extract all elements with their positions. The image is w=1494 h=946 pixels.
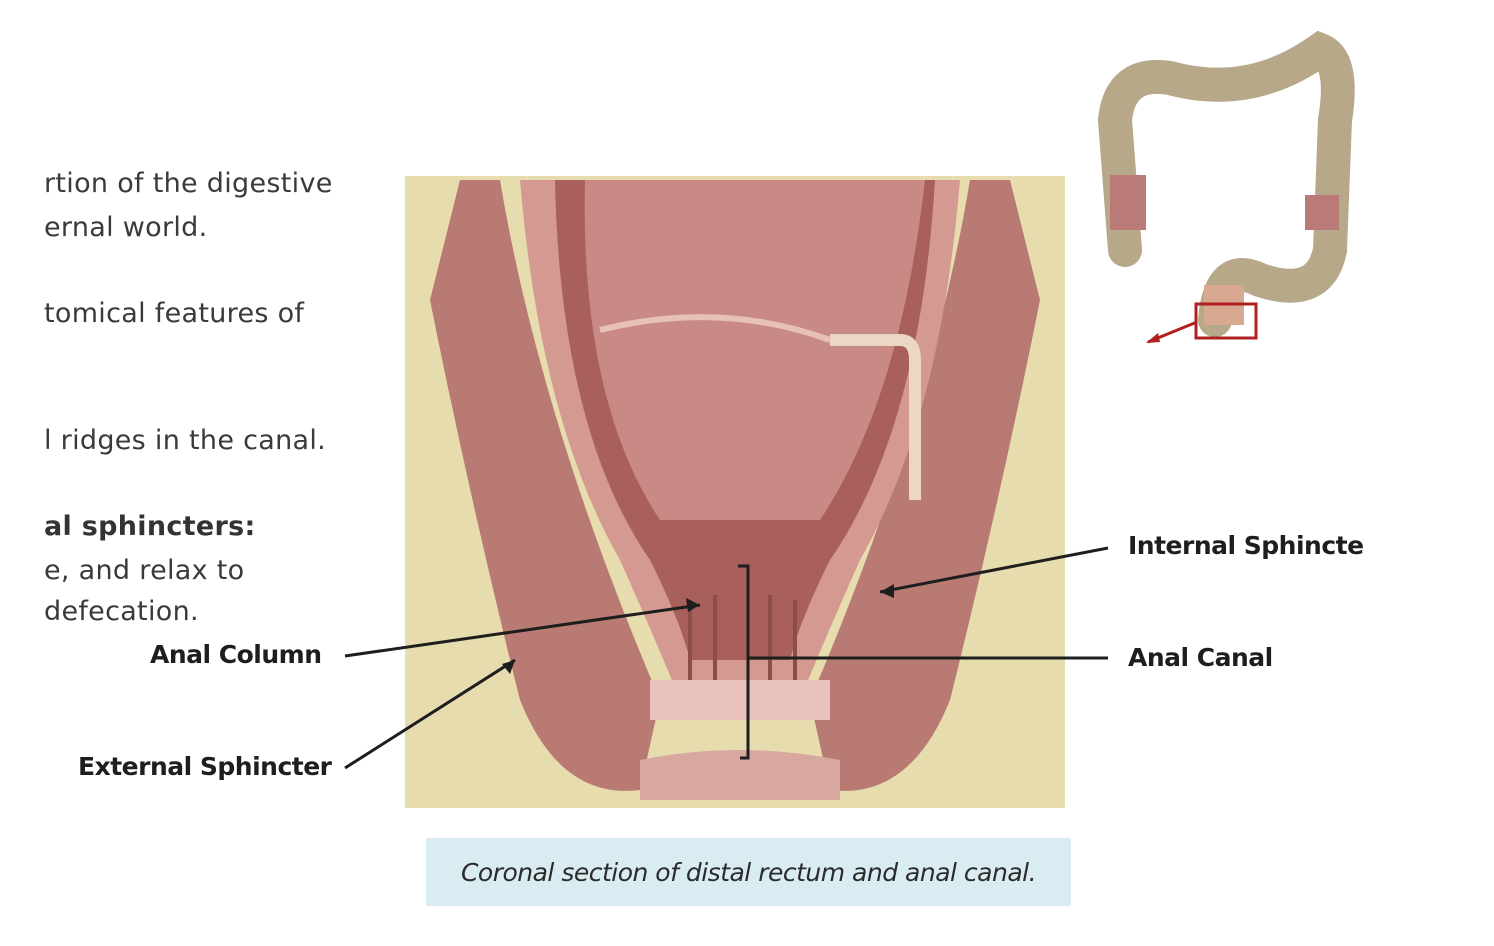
internal-sphincter-leader — [879, 546, 1109, 594]
anal-column-leader — [344, 603, 701, 658]
colon-overview-image — [1097, 30, 1355, 344]
anal-canal-bracket — [738, 564, 750, 760]
text-line: e, and relax to — [44, 555, 245, 586]
leader-lines — [344, 546, 1109, 770]
figure-caption: Coronal section of distal rectum and ana… — [426, 838, 1071, 906]
label-anal-canal: Anal Canal — [1128, 643, 1273, 672]
external-sphincter-leader — [344, 658, 516, 770]
text-line: rtion of the digestive — [44, 168, 333, 199]
text-line: ernal world. — [44, 212, 208, 243]
text-line: l ridges in the canal. — [44, 425, 327, 456]
text-heading: al sphincters: — [44, 511, 256, 542]
label-anal-column: Anal Column — [150, 640, 322, 669]
label-external-sphincter: External Sphincter — [78, 752, 332, 781]
coronal-section-image — [405, 176, 1065, 808]
text-line: tomical features of — [44, 298, 305, 329]
text-line: defecation. — [44, 596, 199, 627]
label-internal-sphincter: Internal Sphincte — [1128, 531, 1364, 560]
